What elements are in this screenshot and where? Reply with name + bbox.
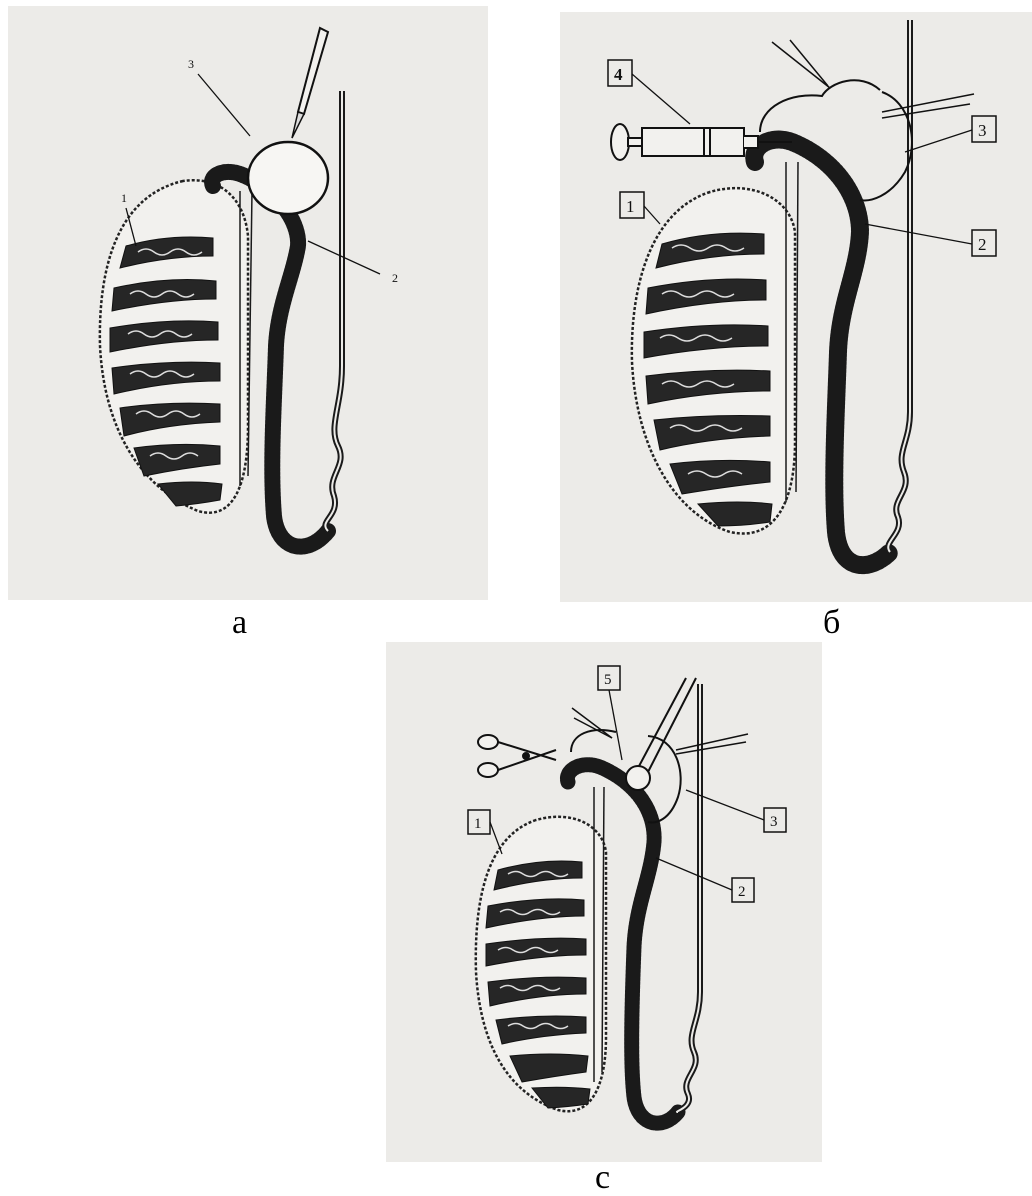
coagulator-icon [626,678,696,790]
vas-deferens [677,684,700,1112]
caption-a: а [232,606,247,640]
testis-body [476,817,606,1111]
testis-body [100,180,248,512]
vas-deferens [888,20,910,552]
label-testis: 1 [474,816,482,832]
testis-epididymis-diagram-b: 4 1 3 2 [560,12,1032,602]
label-testis: 1 [626,197,635,216]
cyst [248,142,328,214]
vas-deferens [325,91,342,531]
testis-epididymis-diagram-a: 3 2 1 [8,6,488,600]
scalpel-icon [292,28,328,138]
label-testis: 1 [121,191,127,205]
label-cyst: 3 [978,121,987,140]
caption-b: б [823,606,840,640]
label-epididymis: 2 [392,271,398,285]
testis-body [632,188,795,533]
testis-epididymis-diagram-c: 5 1 3 2 [386,642,822,1162]
label-epididymis: 2 [978,235,987,254]
caption-c: с [595,1161,610,1195]
label-cyst: 3 [770,814,778,830]
figure-panel-c: 5 1 3 2 [386,642,822,1162]
label-epididymis: 2 [738,884,746,900]
syringe-icon [611,124,792,160]
label-coagulator: 5 [604,672,612,688]
forceps-icon [478,735,556,777]
figure-panel-b: 4 1 3 2 [560,12,1032,602]
suture-needles [772,40,974,118]
label-syringe: 4 [614,65,623,84]
figure-panel-a: 3 2 1 [8,6,488,600]
label-cyst: 3 [188,57,194,71]
